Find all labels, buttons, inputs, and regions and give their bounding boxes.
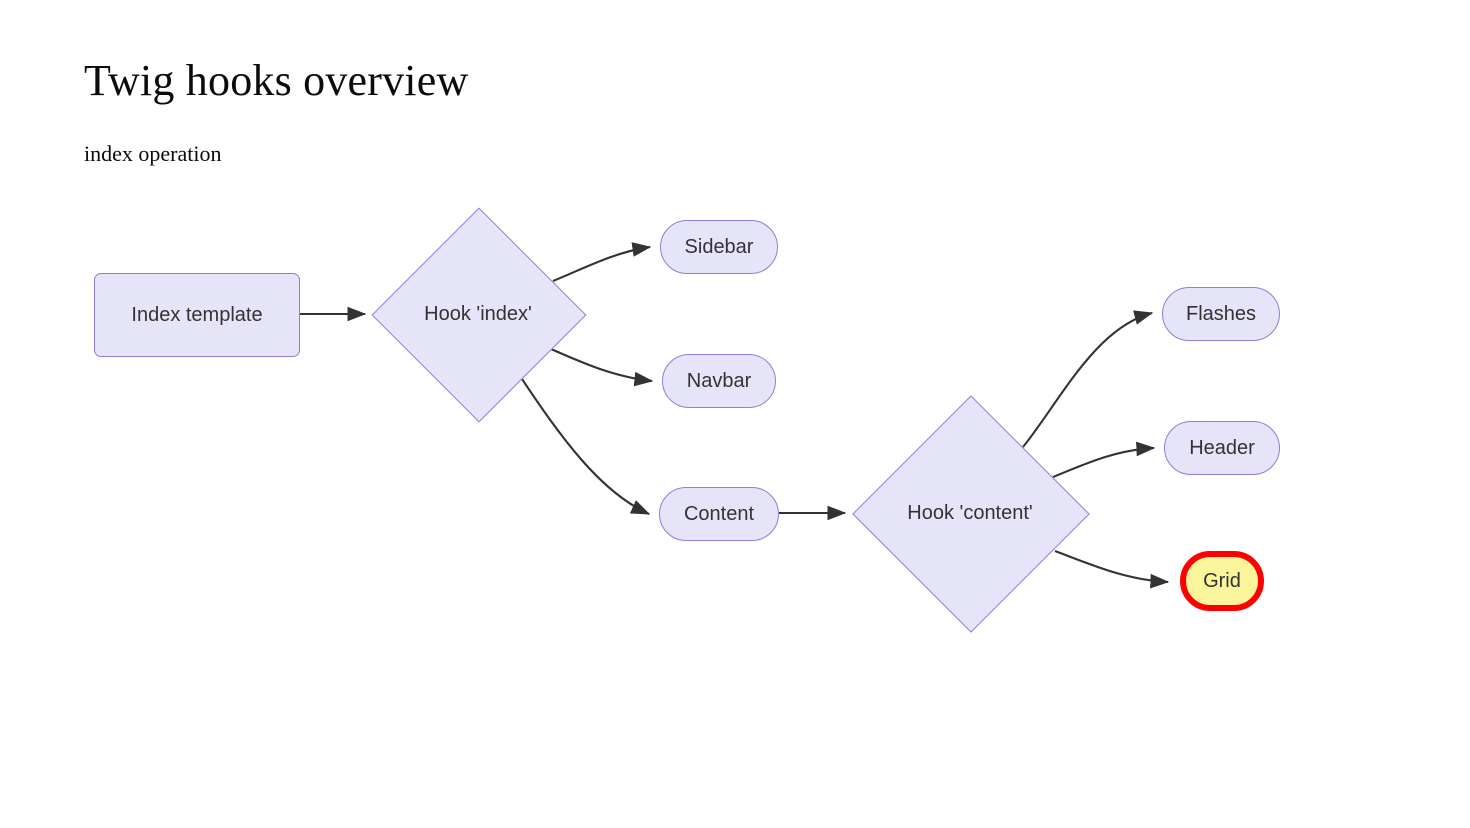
node-flashes[interactable]: Flashes [1162,287,1280,341]
node-navbar[interactable]: Navbar [662,354,776,408]
node-label: Sidebar [684,236,754,258]
node-sidebar[interactable]: Sidebar [660,220,778,274]
node-hook-index[interactable]: Hook 'index' [371,207,587,423]
node-content[interactable]: Content [659,487,779,541]
node-label: Hook 'content' [907,502,1033,524]
node-label: Content [683,503,755,525]
node-label: Header [1189,437,1255,459]
page-title: Twig hooks overview [84,56,469,105]
node-label: Flashes [1185,303,1257,325]
node-label: Index template [131,304,263,326]
node-hook-content[interactable]: Hook 'content' [852,395,1090,633]
page-subtitle: index operation [84,141,222,166]
node-label: Grid [1203,570,1241,592]
node-grid[interactable]: Grid [1180,551,1264,611]
node-index-template[interactable]: Index template [94,273,300,357]
node-header[interactable]: Header [1164,421,1280,475]
node-label: Hook 'index' [424,303,532,325]
node-label: Navbar [686,370,752,392]
